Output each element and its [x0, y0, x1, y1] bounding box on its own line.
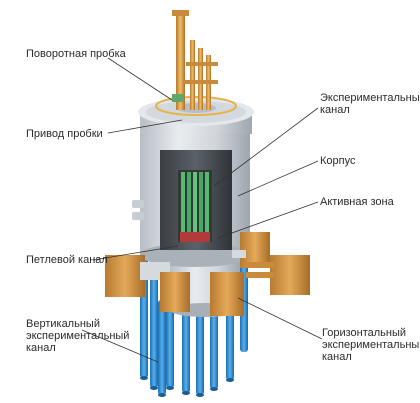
label-experimental-channel: Экспериментальный канал [320, 92, 420, 116]
label-loop-channel: Петлевой канал [26, 254, 108, 266]
label-vessel: Корпус [320, 155, 356, 167]
label-rotary-plug: Поворотная пробка [26, 48, 126, 60]
vessel-body [132, 130, 250, 267]
plug-drive-rods [172, 10, 218, 110]
label-horizontal-channel: Горизонтальный экспериментальный канал [322, 327, 420, 363]
label-plug-drive: Привод пробки [26, 128, 103, 140]
label-active-zone: Активная зона [320, 196, 394, 208]
horizontal-channel-boxes [105, 232, 310, 316]
vessel-head [138, 96, 254, 134]
label-vertical-channel: Вертикальный экспериментальный канал [26, 318, 130, 354]
leader-lines [81, 57, 323, 363]
active-core-rods [180, 172, 210, 242]
